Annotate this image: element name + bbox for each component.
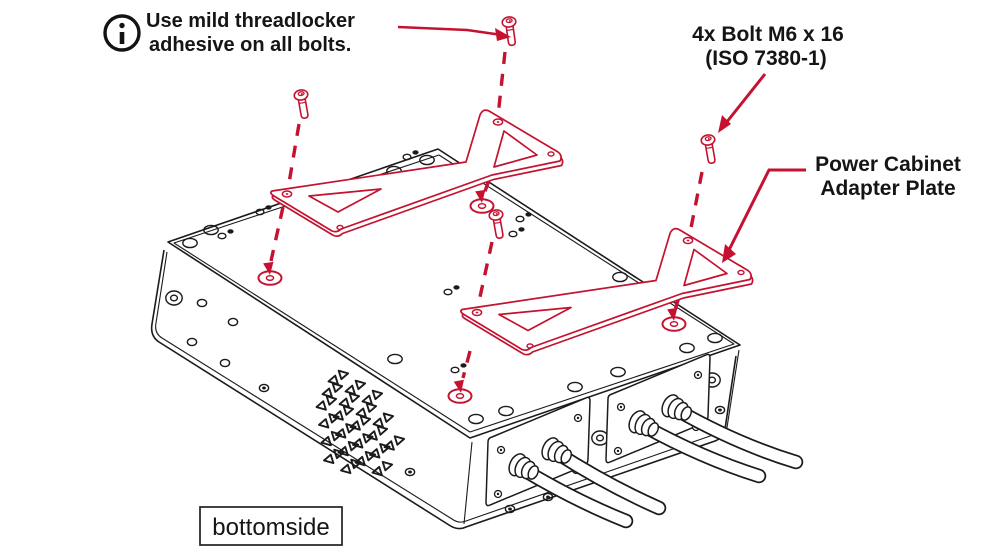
drop-line-1 <box>496 51 507 117</box>
bolt-spec-callout: 4x Bolt M6 x 16 (ISO 7380-1) <box>692 23 844 70</box>
view-label-box: bottomside <box>199 506 343 546</box>
bolt-1 <box>500 15 520 48</box>
cable-panel-1 <box>485 396 667 529</box>
note-leader <box>397 25 503 37</box>
bolt-spec-leader <box>724 73 767 124</box>
plate-label-callout: Power Cabinet Adapter Plate <box>815 153 961 200</box>
plate-label-line2: Adapter Plate <box>820 177 955 200</box>
bolt-spec-line2: (ISO 7380-1) <box>705 47 826 70</box>
bolt-4 <box>699 133 720 166</box>
bolt-spec-line1: 4x Bolt M6 x 16 <box>692 23 844 46</box>
plate-label-line1: Power Cabinet <box>815 153 961 176</box>
drop-line-4 <box>688 171 704 234</box>
drop-line-2 <box>286 123 301 190</box>
bolt-2 <box>292 88 313 121</box>
bolt-drop-lines <box>269 51 704 379</box>
plate-label-arrowhead <box>722 244 736 263</box>
threadlocker-note: Use mild threadlocker adhesive on all bo… <box>103 10 355 56</box>
note-leader-arrowhead <box>495 28 511 41</box>
bolt-spec-arrowhead <box>718 115 731 133</box>
drop-line-3 <box>476 241 494 307</box>
note-line1: Use mild threadlocker <box>146 10 355 32</box>
info-icon <box>103 14 141 52</box>
note-line2: adhesive on all bolts. <box>149 34 351 56</box>
vent-grid <box>315 369 406 477</box>
view-label: bottomside <box>212 514 329 541</box>
cable-panel-2 <box>605 353 804 484</box>
callout-leaders <box>397 25 806 263</box>
plate-label-leader <box>727 168 806 251</box>
